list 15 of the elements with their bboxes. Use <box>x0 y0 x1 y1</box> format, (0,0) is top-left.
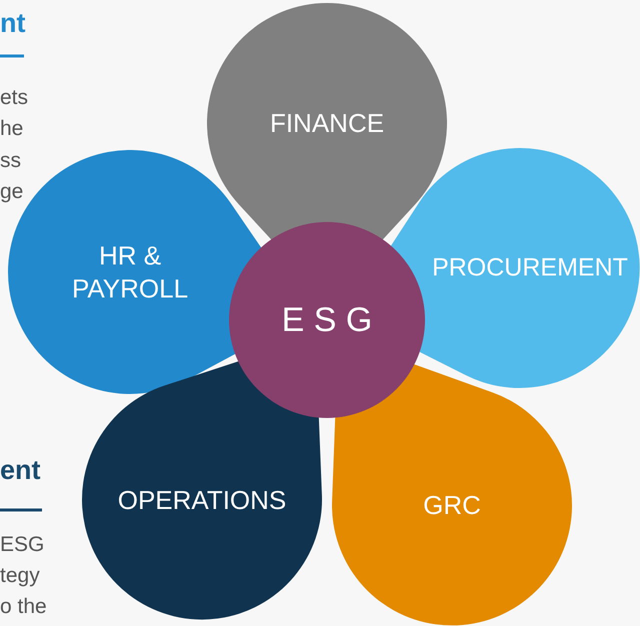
body-text: ESG <box>0 533 44 557</box>
center-label: E S G <box>282 300 372 341</box>
body-text: o the <box>0 595 47 619</box>
heading-text: nt <box>0 8 26 39</box>
heading-text: ent <box>0 455 40 486</box>
petal-label: HR & PAYROLL <box>70 240 190 304</box>
body-text: ss <box>0 149 21 173</box>
petal-label: OPERATIONS <box>118 484 286 516</box>
body-text: ge <box>0 180 24 204</box>
petal-label: FINANCE <box>270 106 384 140</box>
petal-label: PROCUREMENT <box>432 252 628 284</box>
body-text: he <box>0 117 24 141</box>
body-text: ets <box>0 86 28 110</box>
petal-label: GRC <box>423 488 481 522</box>
body-text: tegy <box>0 564 40 588</box>
